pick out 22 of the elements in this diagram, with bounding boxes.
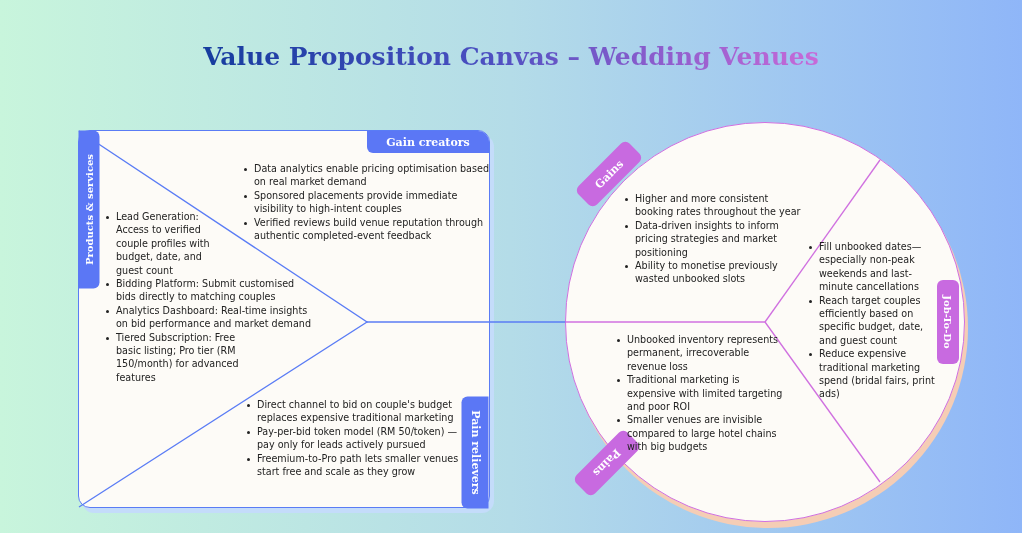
section-tab: Gain creators [367, 131, 489, 153]
bullet-text: Reach target couples efficiently based on specific budget, date, and guest count [819, 294, 924, 346]
connector-line [489, 321, 567, 323]
bullet-text: Freemium-to-Pro path lets smaller venues start free and scale as they grow [257, 452, 459, 478]
bullet-text: Lead Generation: Access to verified couple profiles with budget, date, and guest count [116, 211, 210, 276]
bullet-text: Reduce expensive traditional marketing spend (bridal fairs, print ads) [819, 348, 935, 400]
bullet-text: Tiered Subscription: Free basic listing; Pro tier (RM 150/month) for advanced features [116, 331, 239, 383]
bullet-text: Verified reviews build venue reputation through authentic completed-event feedback [254, 216, 484, 242]
bullet-text: Ability to monetise previously wasted unbooked slots [635, 260, 778, 285]
bullet-text: Data analytics enable pricing optimisation based on real market demand [254, 163, 489, 188]
section-tab: Pain relievers [461, 396, 489, 508]
bullet-text: Data-driven insights to inform pricing strategies and market positioning [635, 219, 779, 258]
bullet-text: Direct channel to bid on couple's budget replaces expensive traditional marketing [257, 399, 454, 424]
section-tab: Products & services [78, 130, 100, 288]
section-tab: Job-To-Do [937, 280, 959, 364]
bullet-text: Traditional marketing is expensive with limited targeting and poor ROI [627, 374, 783, 413]
bullet-text: Sponsored placements provide immediate visibility to high-intent couples [254, 189, 458, 215]
bullet-text: Unbooked inventory represents permanent, irrecoverable revenue loss [627, 334, 778, 372]
bullet-text: Pay-per-bid token model (RM 50/token) — pay only for leads actively pursued [257, 425, 458, 451]
bullet-text: Fill unbooked dates—especially non-peak weekends and last-minute cancellations [819, 241, 922, 293]
bullet-text: Bidding Platform: Submit customised bids directly to matching couples [116, 278, 295, 303]
bullet-text: Analytics Dashboard: Real-time insights on bid performance and market demand [116, 304, 311, 330]
